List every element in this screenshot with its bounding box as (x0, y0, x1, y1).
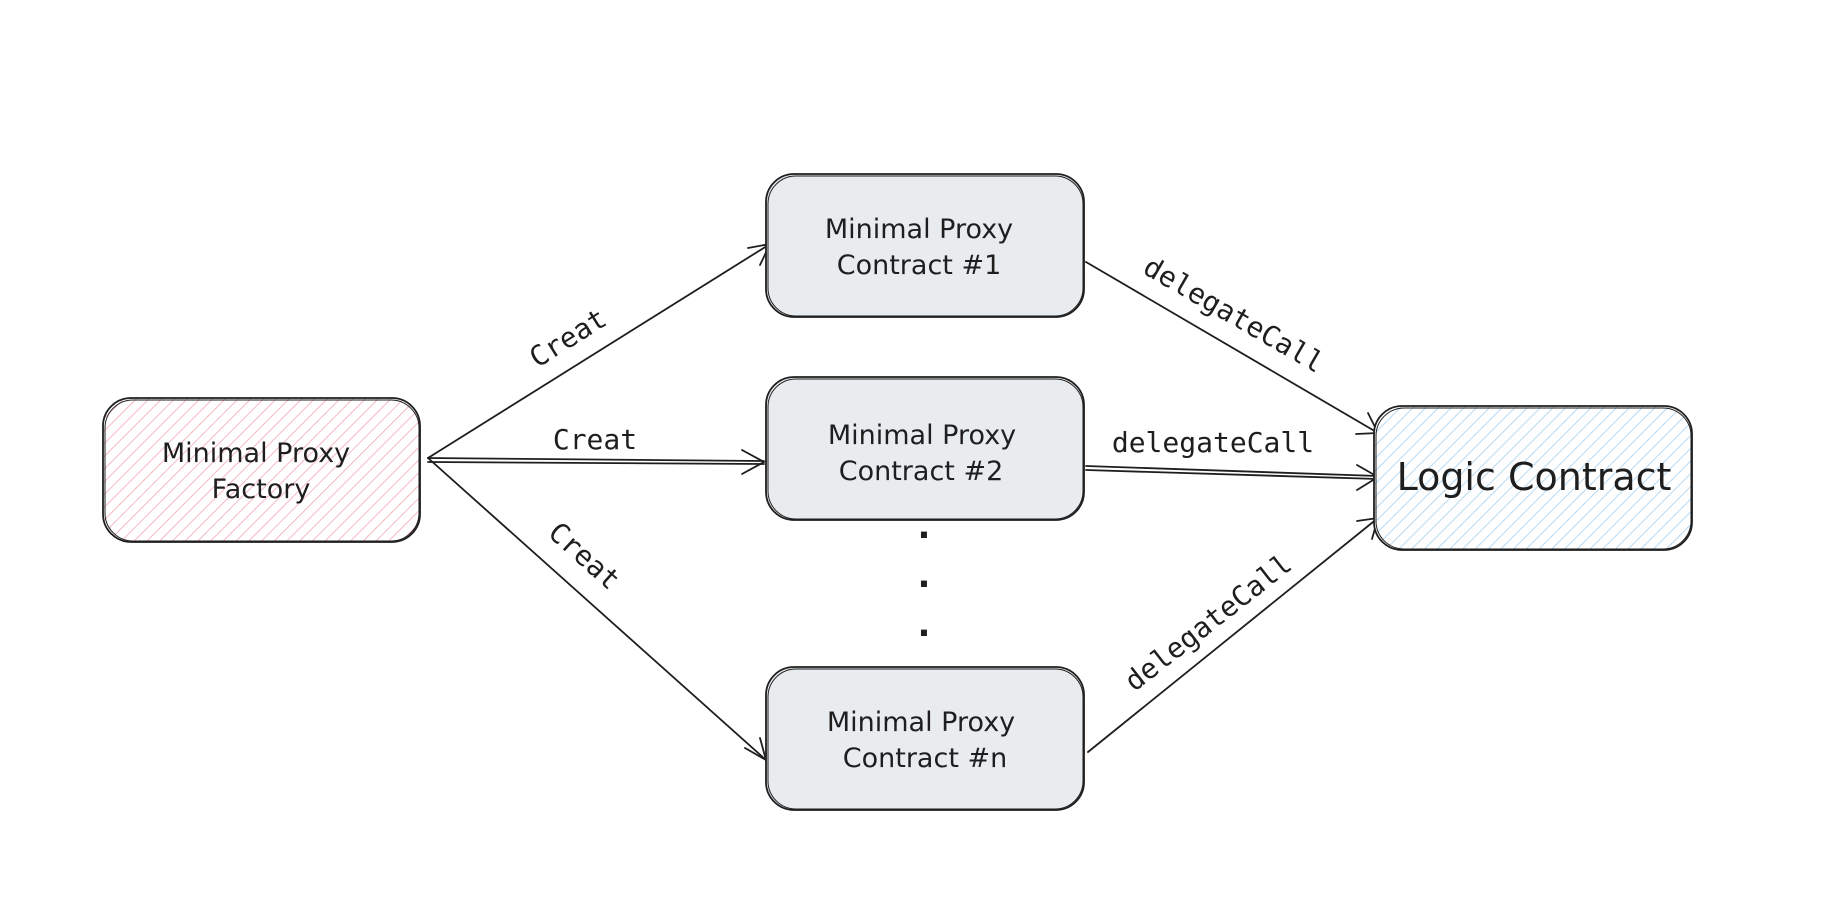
factory-label-line1: Minimal Proxy (162, 438, 350, 469)
edge-label-delegate-1: delegateCall (1138, 250, 1330, 380)
factory-label-line2: Factory (212, 474, 311, 505)
proxy-2-label-line1: Minimal Proxy (828, 420, 1016, 451)
edge-label-delegate-n: delegateCall (1118, 547, 1298, 698)
edge-label-delegate-2: delegateCall (1112, 426, 1314, 459)
edge-label-create-1: Creat (523, 302, 612, 375)
proxy-contract-n-node[interactable]: Minimal Proxy Contract #n (765, 666, 1085, 811)
logic-contract-label: Logic Contract (1397, 455, 1672, 499)
proxy-2-label-line2: Contract #2 (839, 456, 1004, 487)
edge-delegate-1 (1085, 261, 1379, 435)
proxy-contract-1-node[interactable]: Minimal Proxy Contract #1 (765, 173, 1085, 318)
proxy-contract-2-node[interactable]: Minimal Proxy Contract #2 (765, 376, 1085, 521)
ellipsis-dot-3: . (918, 605, 931, 645)
edge-delegate-n (1087, 517, 1379, 753)
ellipsis-dot-1: . (918, 507, 931, 547)
ellipsis: . . . (918, 507, 931, 645)
proxy-n-label-line1: Minimal Proxy (827, 707, 1015, 738)
edge-label-create-2: Creat (553, 423, 637, 456)
proxy-n-label-line2: Contract #n (843, 743, 1007, 774)
edge-create-n (427, 457, 767, 761)
edge-create-2 (427, 449, 765, 475)
factory-node[interactable]: Minimal Proxy Factory (102, 397, 421, 543)
edge-label-create-n: Creat (542, 515, 627, 596)
proxy-1-label-line2: Contract #1 (837, 250, 1002, 281)
edge-delegate-2 (1085, 464, 1379, 491)
proxy-1-label-line1: Minimal Proxy (825, 214, 1013, 245)
logic-contract-node[interactable]: Logic Contract (1373, 405, 1693, 551)
ellipsis-dot-2: . (918, 556, 931, 596)
